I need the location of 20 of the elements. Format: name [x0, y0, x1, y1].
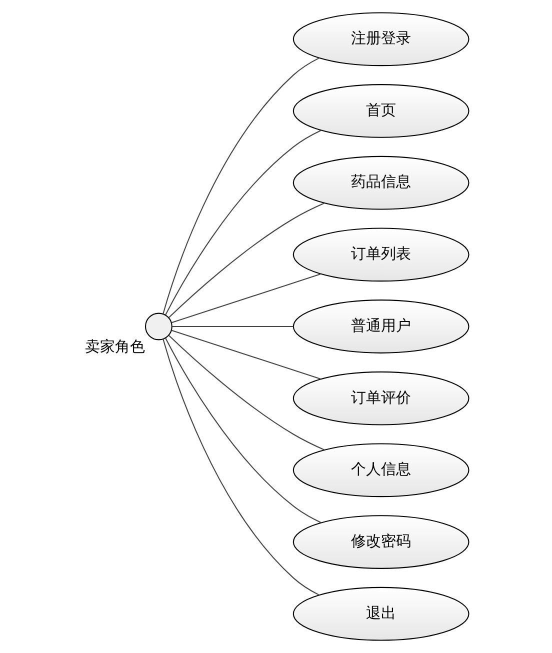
- node-ellipse: 普通用户: [292, 300, 469, 354]
- node-ellipse: 订单评价: [292, 371, 469, 426]
- connector: [164, 130, 321, 315]
- node-circle: [144, 312, 172, 340]
- node-ellipse: 注册登录: [292, 12, 469, 66]
- connector: [168, 202, 324, 318]
- node-ellipse: 首页: [292, 84, 469, 138]
- connector: [162, 58, 319, 314]
- connector: [171, 326, 293, 328]
- node-ellipse: 退出: [292, 586, 469, 641]
- node-ellipse: 订单列表: [292, 228, 469, 282]
- node-label: 卖家角色: [84, 338, 144, 356]
- node-ellipse: 药品信息: [292, 156, 469, 210]
- connector: [170, 330, 320, 380]
- connector: [170, 274, 320, 324]
- node-ellipse: 修改密码: [292, 515, 469, 569]
- connector: [164, 338, 321, 523]
- connector: [162, 338, 319, 596]
- node-ellipse: 个人信息: [292, 443, 469, 498]
- connector: [168, 334, 324, 450]
